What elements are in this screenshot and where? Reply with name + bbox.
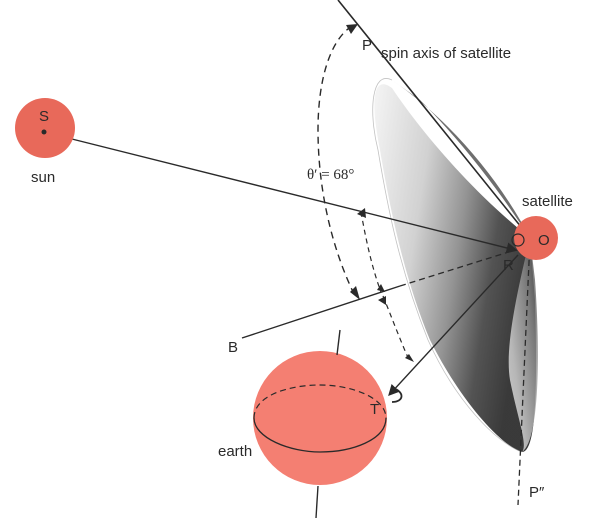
earth-rotation-arrow — [391, 387, 403, 403]
label-p-double-prime: P″ — [529, 484, 545, 501]
spin-axis-lower-dashed — [517, 239, 531, 506]
b-line-solid — [241, 285, 401, 339]
label-s: S — [39, 108, 49, 125]
scan-cone — [372, 78, 538, 453]
label-t: T — [370, 401, 379, 418]
theta-arc-arrow-bottom — [350, 286, 360, 300]
theta-arc-arrow-top — [346, 24, 358, 34]
label-angle: θ′ = 68° — [307, 167, 354, 183]
sun — [15, 98, 75, 158]
label-p: P — [362, 37, 372, 54]
sun-center-dot — [41, 129, 47, 135]
earth — [253, 329, 403, 519]
satellite — [511, 216, 558, 260]
inner-angle-arc-1 — [360, 211, 382, 293]
earth-equator-back — [253, 384, 387, 419]
inner-arc-tick-3 — [378, 296, 386, 305]
earth-ray-line — [388, 254, 519, 397]
label-earth: earth — [218, 443, 252, 460]
label-spin-axis: spin axis of satellite — [381, 45, 511, 62]
inner-arc-tick-2 — [377, 284, 385, 292]
b-line-dashed — [399, 249, 516, 287]
theta-angle-arc — [317, 25, 357, 299]
earth-disc — [253, 351, 387, 485]
label-satellite: satellite — [522, 193, 573, 210]
sun-disc — [15, 98, 75, 158]
satellite-disc — [514, 216, 558, 260]
spin-axis-line — [337, 0, 531, 239]
inner-arc-tick-4 — [405, 354, 414, 362]
satellite-center-ring — [511, 233, 525, 247]
inner-angle-arc-2 — [382, 295, 411, 363]
earth-axis-north — [336, 329, 341, 356]
label-o: O — [538, 232, 550, 249]
earth-equator-front — [253, 417, 387, 453]
label-r: R — [503, 257, 514, 274]
label-b: B — [228, 339, 238, 356]
sun-ray-line — [43, 131, 518, 254]
inner-arc-tick-1 — [357, 208, 366, 218]
earth-axis-south — [315, 485, 319, 519]
label-sun: sun — [31, 169, 55, 186]
